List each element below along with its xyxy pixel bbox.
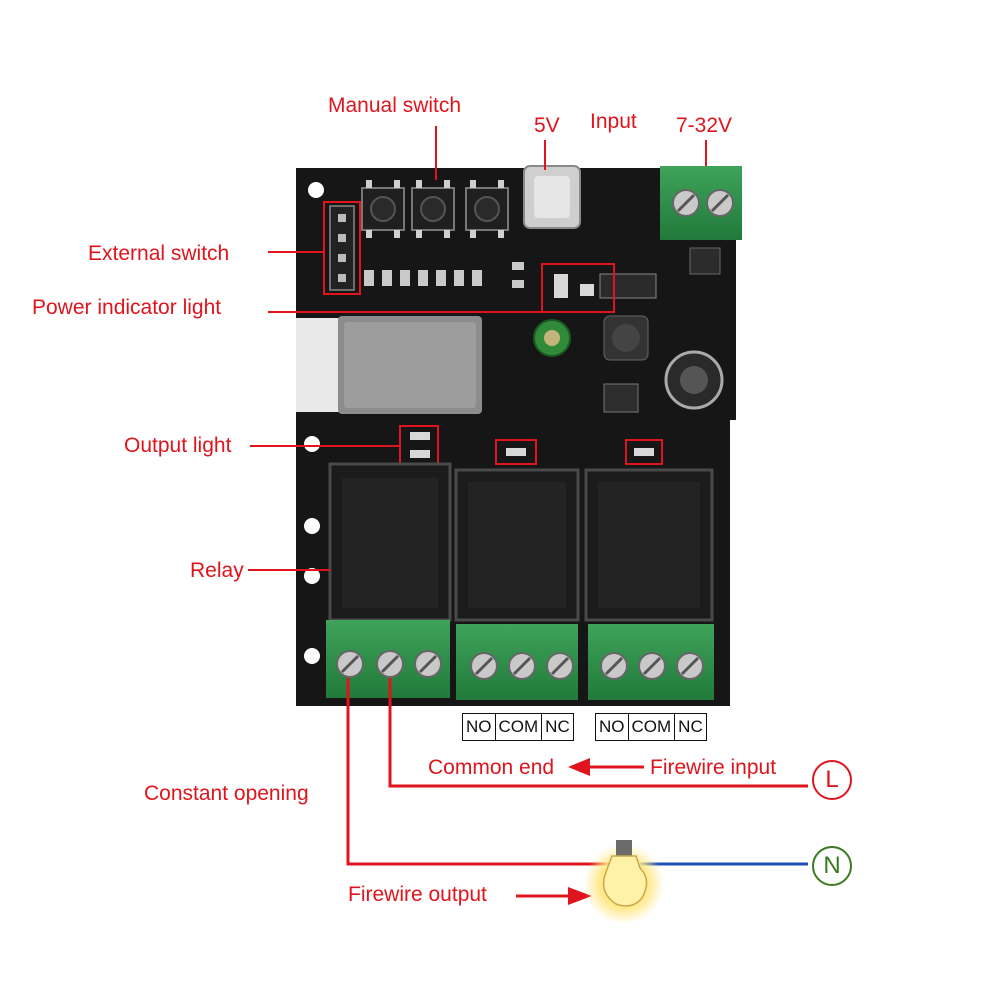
live-terminal-icon: L	[812, 760, 852, 800]
output-terminal-1	[326, 620, 450, 698]
label-constant-opening: Constant opening	[144, 782, 309, 805]
antenna-sticker	[296, 318, 340, 412]
relay-3	[584, 468, 714, 622]
mount-hole	[304, 518, 320, 534]
label-power-indicator-light: Power indicator light	[32, 296, 222, 319]
output-light-highlight-3	[625, 439, 663, 465]
arrow-head-firewire-out	[568, 887, 592, 905]
neutral-terminal-icon: N	[812, 846, 852, 886]
mount-hole	[304, 436, 320, 452]
label-output-light: Output light	[124, 434, 232, 457]
terminal-com: COM	[629, 714, 676, 740]
terminal-no: NO	[463, 714, 496, 740]
mount-hole	[304, 648, 320, 664]
label-firewire-output: Firewire output	[348, 883, 487, 906]
external-switch-highlight	[323, 201, 361, 295]
label-relay: Relay	[190, 559, 244, 582]
label-common-end: Common end	[428, 756, 555, 779]
terminal-nc: NC	[545, 717, 570, 736]
output-terminal-2	[456, 624, 578, 700]
terminal-no: NO	[596, 714, 629, 740]
label-7-32v: 7-32V	[676, 114, 733, 137]
terminal-com: COM	[496, 714, 543, 740]
light-bulb-icon	[584, 840, 664, 924]
output-light-highlight-2	[495, 439, 537, 465]
terminal-table-2: NO COM NC	[595, 713, 707, 741]
mount-hole	[304, 568, 320, 584]
relay-2	[454, 468, 580, 622]
manual-switch-group	[361, 180, 509, 238]
output-terminal-3	[588, 624, 714, 700]
wire-output	[346, 678, 610, 866]
wire-live	[388, 678, 808, 788]
label-firewire-input: Firewire input	[650, 756, 777, 779]
terminal-table-1: NO COM NC	[462, 713, 574, 741]
terminal-nc: NC	[678, 717, 703, 736]
relay-1	[328, 462, 452, 622]
label-5v: 5V	[534, 114, 560, 137]
label-external-switch: External switch	[88, 242, 230, 265]
manual-switch	[411, 187, 455, 231]
label-input: Input	[590, 110, 637, 133]
mount-hole	[308, 182, 324, 198]
label-manual-switch: Manual switch	[328, 94, 462, 117]
power-light-highlight	[541, 263, 615, 313]
arrow-head-firewire-in	[568, 758, 590, 776]
